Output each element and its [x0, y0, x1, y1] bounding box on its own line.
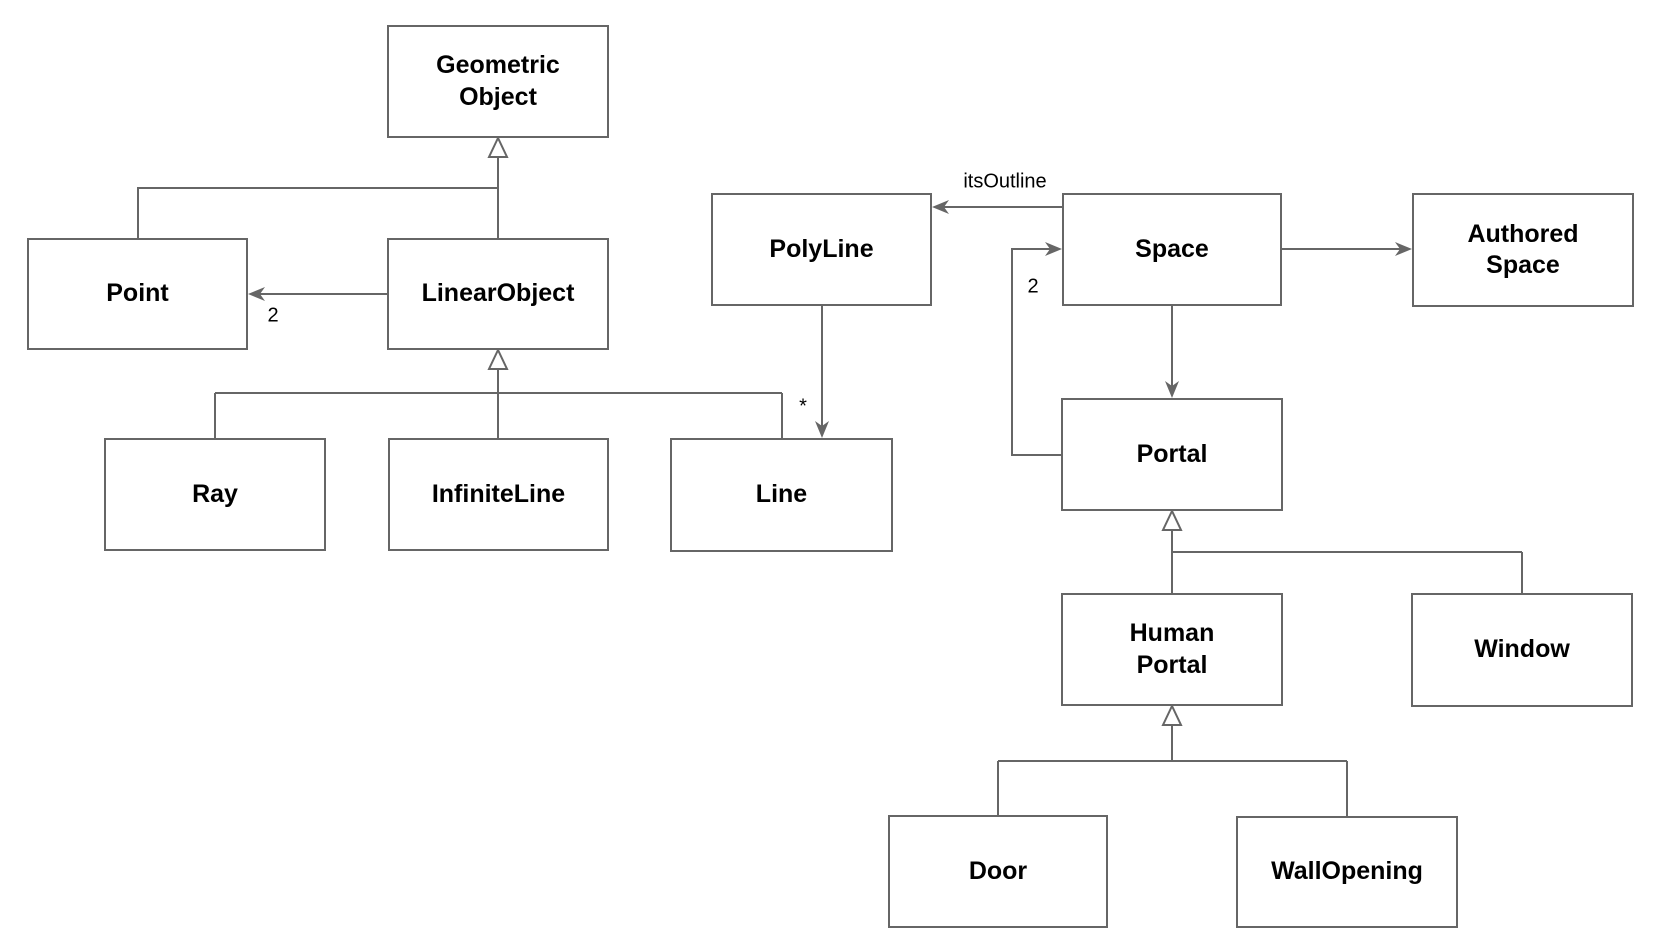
class-box-poly-line: PolyLine — [711, 193, 932, 306]
class-box-linear-object: LinearObject — [387, 238, 609, 350]
edge-assoc-space-to-polyline — [932, 200, 1062, 214]
edge-assoc-linearobject-to-point — [248, 287, 387, 301]
class-box-point: Point — [27, 238, 248, 350]
generalization-triangle-icon — [487, 135, 509, 158]
edge-label-assoc-linearobject-to-point: 2 — [267, 304, 279, 327]
edge-label-assoc-space-to-polyline: itsOutline — [963, 170, 1047, 193]
class-label-wall-opening: WallOpening — [1271, 857, 1423, 886]
open-arrowhead-icon — [1395, 242, 1412, 256]
open-arrowhead-icon — [248, 287, 265, 301]
edge-gen-ray-infiniteline-line-to-linearobject — [214, 347, 783, 438]
class-label-portal: Portal — [1136, 439, 1208, 468]
class-box-geometric-object: Geometric Object — [387, 25, 609, 138]
open-arrowhead-icon — [932, 200, 949, 214]
edge-label-assoc-polyline-to-line: * — [799, 395, 807, 418]
class-label-ray: Ray — [192, 479, 238, 508]
class-box-door: Door — [888, 815, 1108, 928]
edge-gen-point-linearobject-to-geometricobject — [137, 135, 509, 238]
edge-label-assoc-portal-to-space: 2 — [1027, 275, 1039, 298]
class-box-window: Window — [1411, 593, 1633, 707]
edge-assoc-portal-to-space — [1011, 242, 1062, 456]
edge-assoc-space-to-authoredspace — [1282, 242, 1412, 256]
edge-gen-humanportal-window-to-portal — [1161, 508, 1523, 593]
class-label-human-portal: Human Portal — [1129, 619, 1215, 679]
open-arrowhead-icon — [815, 421, 829, 438]
class-box-human-portal: Human Portal — [1061, 593, 1283, 706]
class-label-authored-space: Authored Space — [1467, 219, 1579, 279]
class-label-door: Door — [968, 856, 1028, 885]
class-label-geometric-object: Geometric Object — [436, 51, 560, 111]
class-box-space: Space — [1062, 193, 1282, 306]
open-arrowhead-icon — [1045, 242, 1062, 256]
generalization-triangle-icon — [487, 347, 509, 370]
class-label-line: Line — [755, 480, 808, 509]
class-label-infinite-line: InfiniteLine — [431, 479, 566, 508]
class-label-poly-line: PolyLine — [769, 234, 874, 263]
class-box-wall-opening: WallOpening — [1236, 816, 1458, 928]
class-label-point: Point — [106, 279, 169, 308]
edge-gen-door-wallopening-to-humanportal — [997, 703, 1348, 816]
open-arrowhead-icon — [1165, 381, 1179, 398]
class-label-space: Space — [1135, 234, 1209, 263]
generalization-triangle-icon — [1161, 703, 1183, 726]
generalization-triangle-icon — [1161, 508, 1183, 531]
class-label-window: Window — [1474, 635, 1570, 664]
class-box-ray: Ray — [104, 438, 326, 551]
class-box-authored-space: Authored Space — [1412, 193, 1634, 307]
edge-assoc-polyline-to-line — [815, 306, 829, 438]
edge-assoc-space-to-portal — [1165, 306, 1179, 398]
class-box-portal: Portal — [1061, 398, 1283, 511]
class-box-infinite-line: InfiniteLine — [388, 438, 609, 551]
class-label-linear-object: LinearObject — [421, 279, 575, 308]
class-box-line: Line — [670, 438, 893, 552]
